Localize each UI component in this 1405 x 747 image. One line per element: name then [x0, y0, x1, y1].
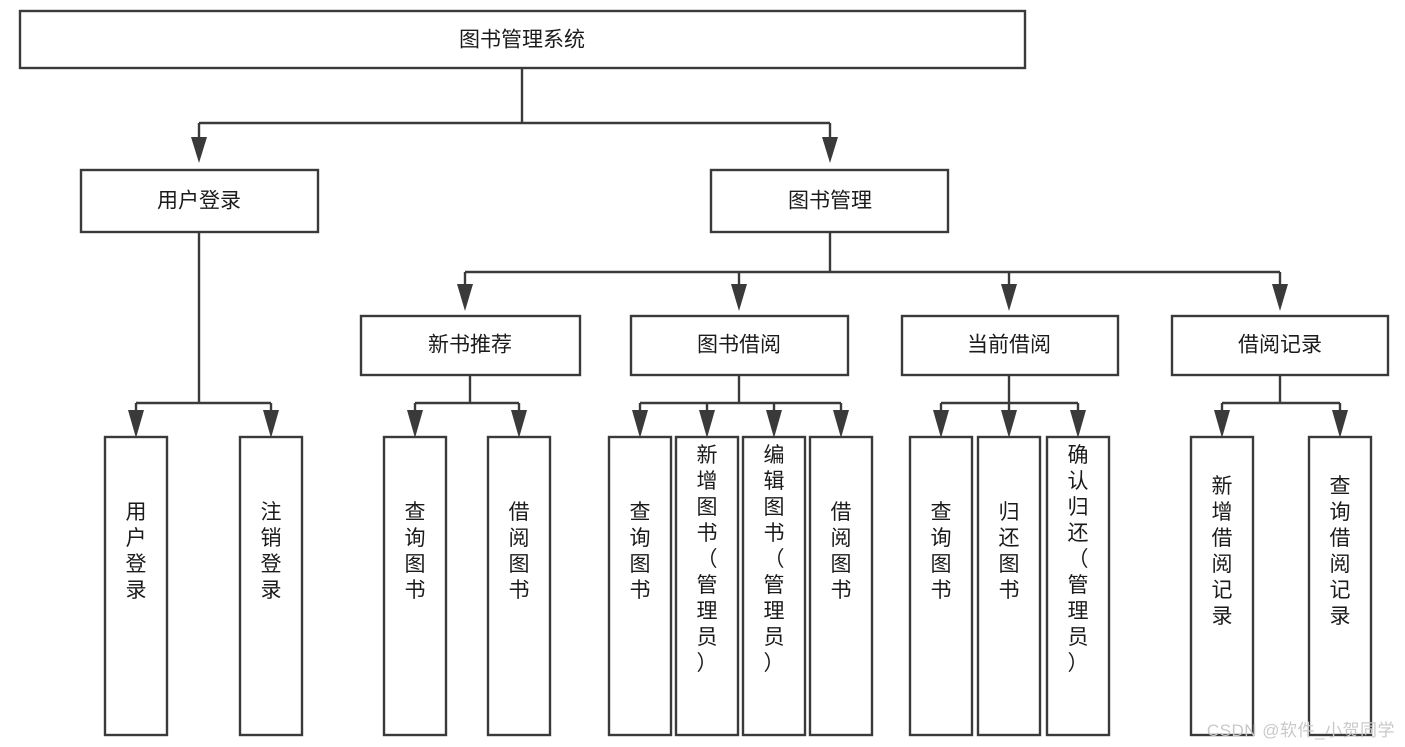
- node-leaf-logout-box[interactable]: [238, 435, 304, 737]
- arrow-to-book-borrow: [731, 284, 747, 311]
- arrow-to-leaf-query-book-1: [407, 410, 423, 438]
- node-leaf-confirm-return-box[interactable]: [1045, 435, 1111, 737]
- node-leaf-user-login-box[interactable]: [103, 435, 169, 737]
- node-leaf-query-record-box[interactable]: [1307, 435, 1373, 737]
- arrow-to-book-management: [822, 137, 838, 163]
- node-leaf-borrow-book-2-label: 借阅图书: [831, 501, 852, 602]
- node-leaf-query-book-3-box[interactable]: [908, 435, 974, 737]
- node-leaf-query-record[interactable]: 查询借阅记录: [1307, 435, 1373, 737]
- node-leaf-add-book[interactable]: 新增图书（管理员）: [674, 435, 740, 737]
- node-book-management[interactable]: 图书管理: [709, 168, 950, 234]
- node-leaf-edit-book-label: 编辑图书（管理员）: [764, 444, 785, 675]
- node-root-box[interactable]: [18, 9, 1027, 70]
- connector-layer: [128, 68, 1348, 438]
- arrow-to-leaf-logout: [263, 410, 279, 438]
- node-leaf-confirm-return-label: 确认归还（管理员）: [1068, 444, 1089, 675]
- node-leaf-query-book-2-label: 查询图书: [630, 501, 651, 602]
- node-leaf-add-record-label: 新增借阅记录: [1212, 475, 1233, 628]
- node-leaf-query-book-1-box[interactable]: [382, 435, 448, 737]
- node-leaf-edit-book[interactable]: 编辑图书（管理员）: [741, 435, 807, 737]
- node-leaf-return-book-box[interactable]: [976, 435, 1042, 737]
- node-leaf-add-book-box[interactable]: [674, 435, 740, 737]
- node-book-borrow-box[interactable]: [629, 314, 850, 377]
- node-book-borrow[interactable]: 图书借阅: [629, 314, 850, 377]
- arrow-to-current-borrow: [1001, 284, 1017, 311]
- node-root-label: 图书管理系统: [459, 29, 585, 52]
- arrow-to-leaf-query-record: [1332, 410, 1348, 438]
- node-leaf-borrow-book-2-box[interactable]: [808, 435, 874, 737]
- node-current-borrow[interactable]: 当前借阅: [900, 314, 1120, 377]
- node-leaf-borrow-book-1-label: 借阅图书: [509, 501, 530, 602]
- node-leaf-add-record[interactable]: 新增借阅记录: [1189, 435, 1255, 737]
- node-leaf-logout-label: 注销登录: [261, 501, 282, 602]
- node-leaf-borrow-book-1-box[interactable]: [486, 435, 552, 737]
- node-new-book-recommend-label: 新书推荐: [428, 334, 512, 357]
- arrow-to-leaf-borrow-book-2: [833, 410, 849, 438]
- arrow-to-leaf-add-record: [1214, 410, 1230, 438]
- arrow-to-leaf-borrow-book-1: [511, 410, 527, 438]
- node-leaf-query-record-label: 查询借阅记录: [1330, 475, 1351, 628]
- node-leaf-query-book-1[interactable]: 查询图书: [382, 435, 448, 737]
- node-borrow-record-box[interactable]: [1170, 314, 1390, 377]
- arrow-to-leaf-edit-book: [766, 410, 782, 438]
- node-root[interactable]: 图书管理系统: [18, 9, 1027, 70]
- node-leaf-borrow-book-1[interactable]: 借阅图书: [486, 435, 552, 737]
- node-leaf-query-book-3[interactable]: 查询图书: [908, 435, 974, 737]
- node-leaf-confirm-return[interactable]: 确认归还（管理员）: [1045, 435, 1111, 737]
- node-book-management-box[interactable]: [709, 168, 950, 234]
- node-new-book-recommend[interactable]: 新书推荐: [359, 314, 582, 377]
- node-leaf-query-book-1-label: 查询图书: [405, 501, 426, 602]
- node-borrow-record[interactable]: 借阅记录: [1170, 314, 1390, 377]
- arrow-to-user-login: [191, 137, 207, 163]
- arrow-to-leaf-query-book-2: [632, 410, 648, 438]
- arrow-to-new-book-recommend: [457, 284, 473, 311]
- node-leaf-add-book-label: 新增图书（管理员）: [697, 444, 718, 675]
- node-book-management-label: 图书管理: [788, 190, 872, 213]
- node-leaf-return-book-label: 归还图书: [999, 501, 1020, 602]
- arrow-to-leaf-query-book-3: [933, 410, 949, 438]
- node-user-login-box[interactable]: [79, 168, 320, 234]
- node-current-borrow-label: 当前借阅: [967, 334, 1051, 357]
- node-leaf-return-book[interactable]: 归还图书: [976, 435, 1042, 737]
- csdn-watermark: CSDN @软件_小贺同学: [1206, 721, 1395, 740]
- arrow-to-leaf-add-book: [699, 410, 715, 438]
- node-new-book-recommend-box[interactable]: [359, 314, 582, 377]
- arrow-to-leaf-return-book: [1001, 410, 1017, 438]
- node-user-login[interactable]: 用户登录: [79, 168, 320, 234]
- node-leaf-user-login[interactable]: 用户登录: [103, 435, 169, 737]
- node-leaf-user-login-label: 用户登录: [126, 501, 147, 602]
- arrow-to-borrow-record: [1272, 284, 1288, 311]
- node-borrow-record-label: 借阅记录: [1238, 334, 1322, 357]
- node-leaf-borrow-book-2[interactable]: 借阅图书: [808, 435, 874, 737]
- arrow-to-leaf-confirm-return: [1070, 410, 1086, 438]
- node-current-borrow-box[interactable]: [900, 314, 1120, 377]
- node-leaf-query-book-2[interactable]: 查询图书: [607, 435, 673, 737]
- arrow-to-leaf-user-login: [128, 410, 144, 438]
- node-leaf-add-record-box[interactable]: [1189, 435, 1255, 737]
- node-leaf-query-book-2-box[interactable]: [607, 435, 673, 737]
- node-leaf-query-book-3-label: 查询图书: [931, 501, 952, 602]
- node-book-borrow-label: 图书借阅: [697, 334, 781, 357]
- node-leaf-edit-book-box[interactable]: [741, 435, 807, 737]
- node-user-login-label: 用户登录: [157, 190, 241, 213]
- node-leaf-logout[interactable]: 注销登录: [238, 435, 304, 737]
